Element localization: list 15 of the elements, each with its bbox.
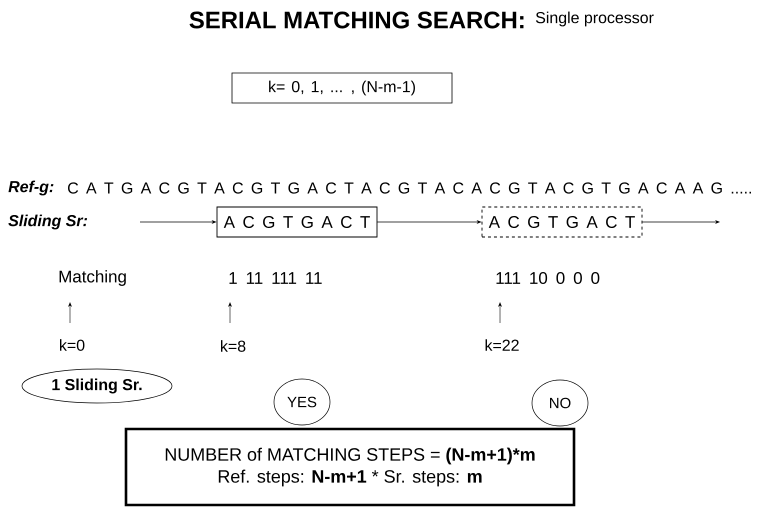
sequence-text: C A T G A C G T A C G T G A C T A C G T A C A C G T A C G T G A C A A G ..... [68, 182, 751, 194]
title: SERIAL MATCHING SEARCH: [190, 12, 524, 28]
row-label: Ref-g: [8, 180, 54, 196]
position-label: k=8 [221, 340, 246, 352]
pattern-box: A C G T G A C T [216, 206, 378, 238]
pattern-box: A C G T G A C T [482, 206, 642, 238]
match-digits: 1 11 111 11 [230, 272, 322, 284]
range-box: k= 0, 1, ... , (N-m-1) [232, 72, 452, 104]
position-label: k=22 [486, 339, 519, 351]
row-label: Matching [60, 270, 126, 286]
subtitle: Single processor [536, 12, 654, 26]
match-digits: 111 10 0 0 0 [496, 272, 600, 284]
formula-box: NUMBER of MATCHING STEPS = (N-m+1)*m Ref. steps: N-m+1* Sr. steps: m [124, 428, 576, 506]
position-label: k=0 [60, 339, 84, 351]
row-label: Sliding Sr: [8, 214, 88, 230]
